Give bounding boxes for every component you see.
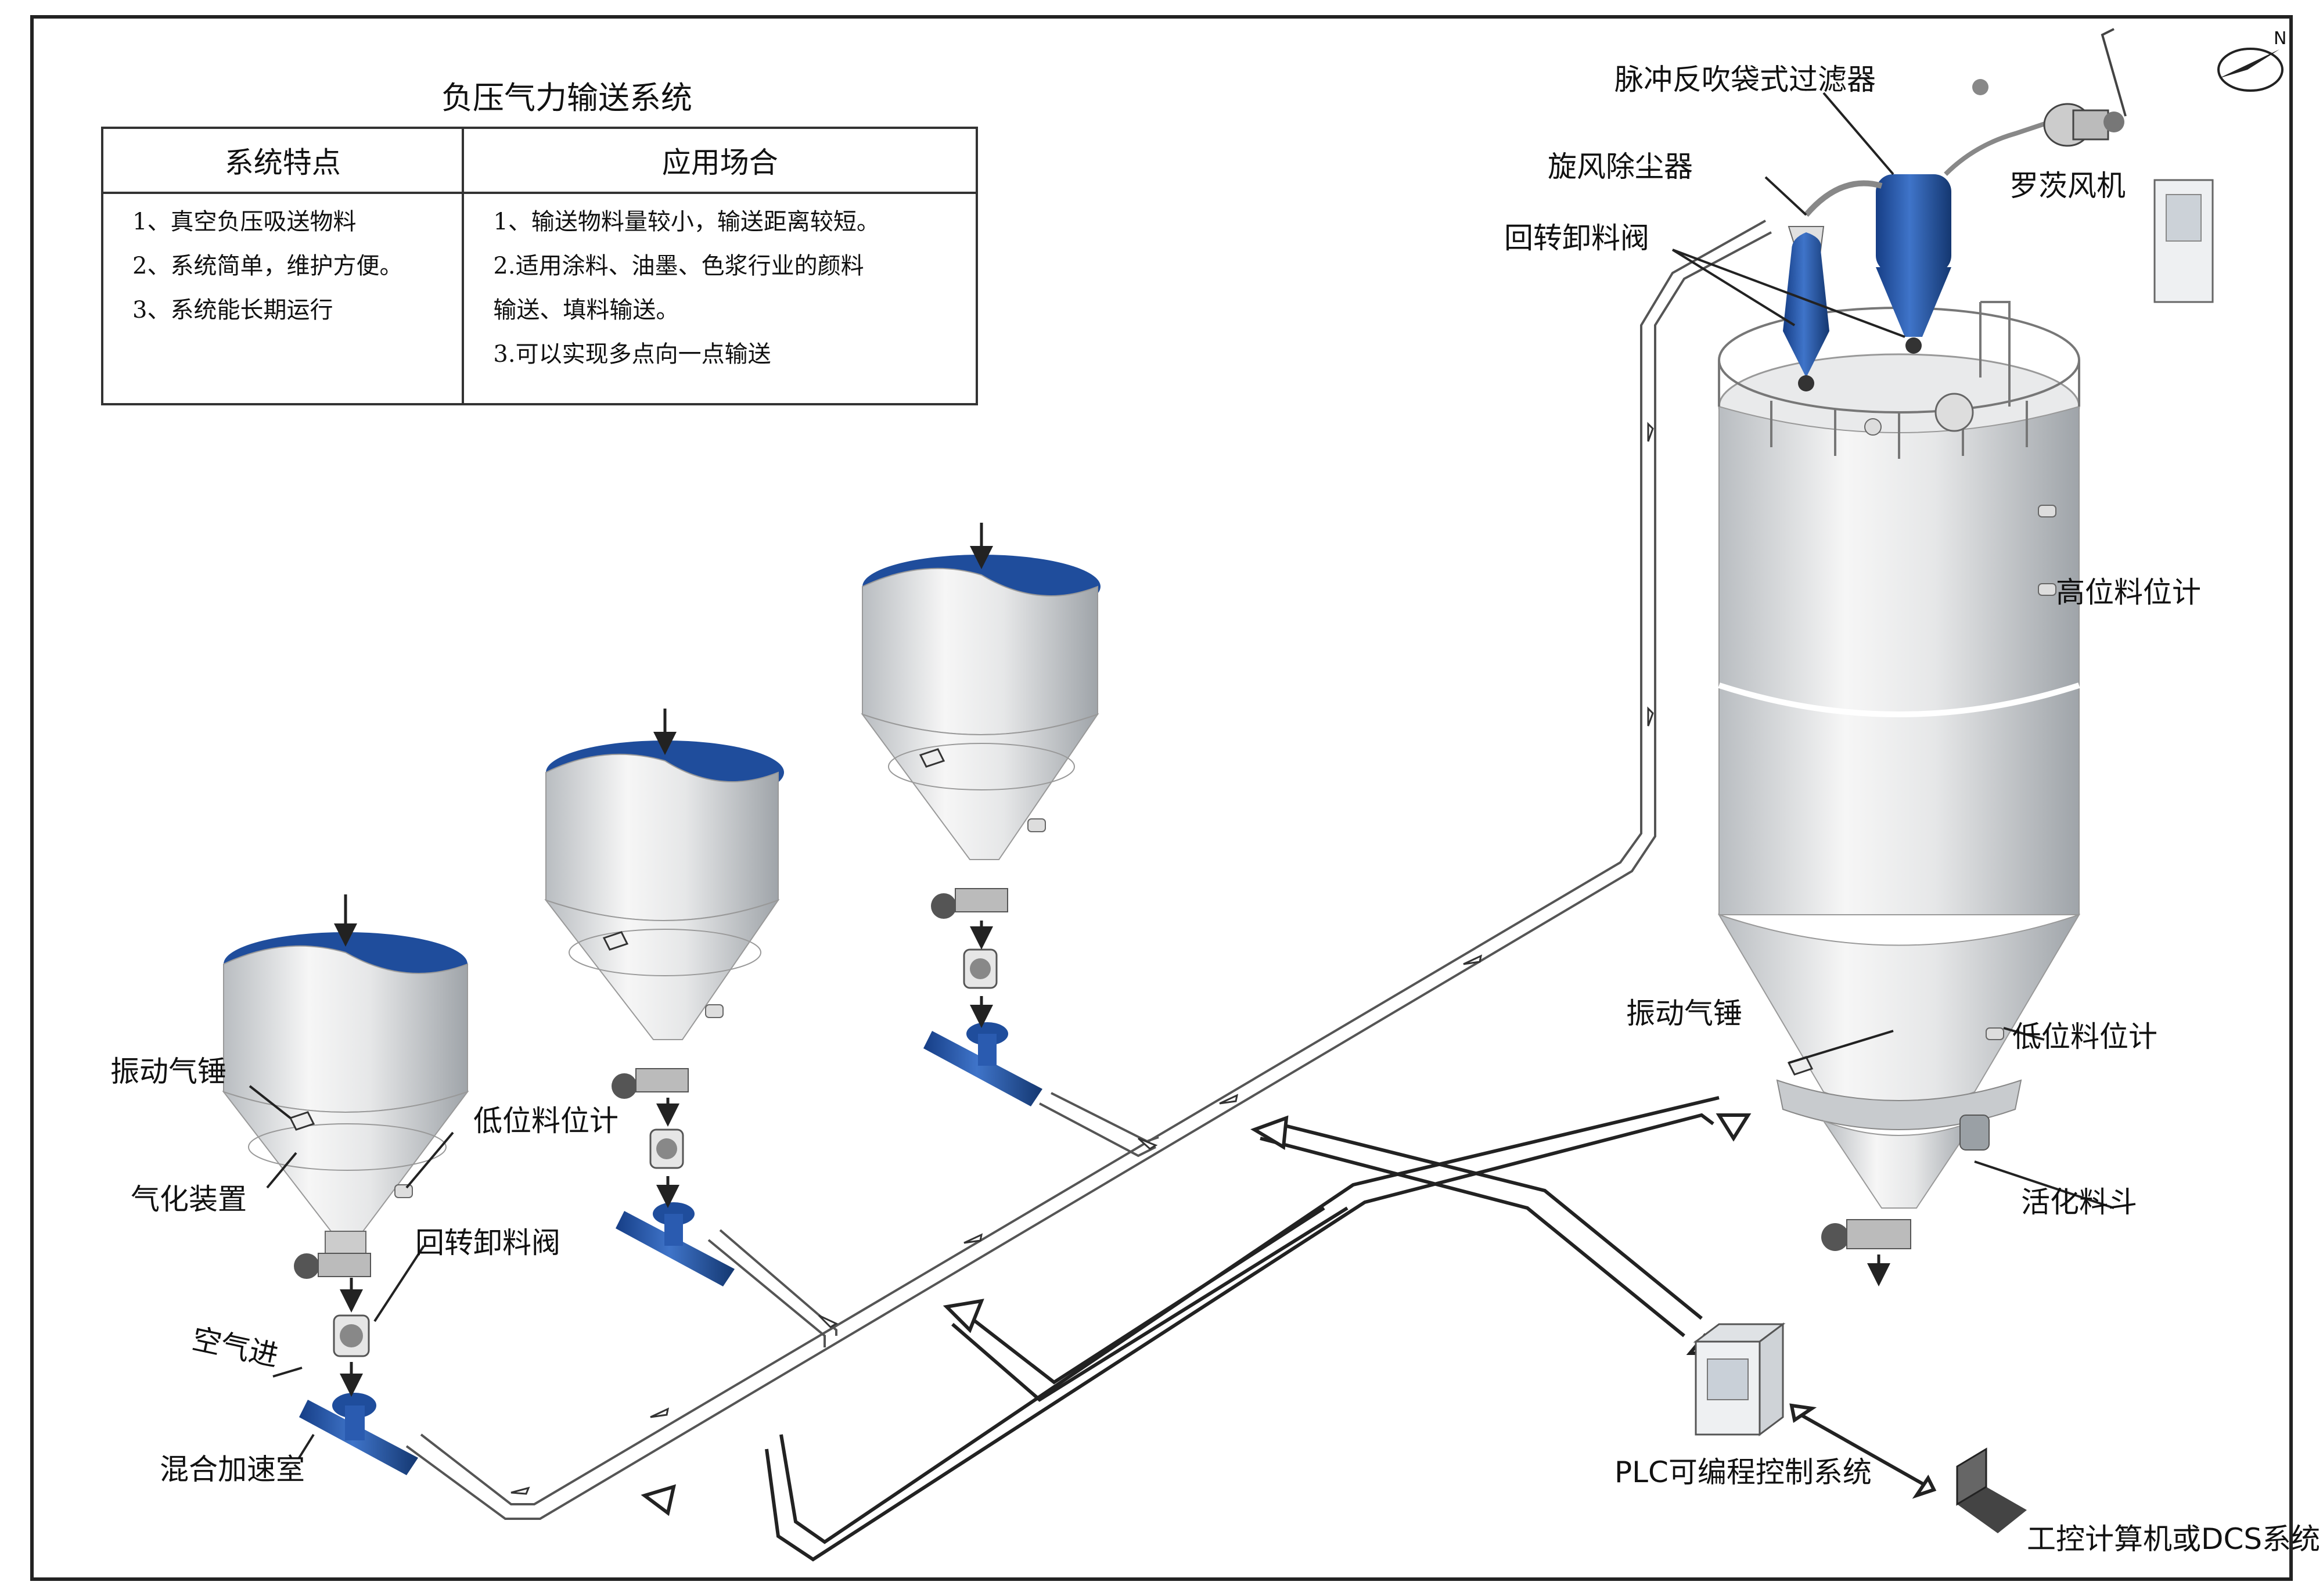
- signal-arrows: [765, 1096, 1929, 1562]
- label-pulse-filter: 脉冲反吹袋式过滤器: [1614, 63, 1876, 96]
- label-plc: PLC可编程控制系统: [1614, 1455, 1872, 1489]
- label-vibrator-right: 振动气锤: [1626, 997, 1742, 1030]
- features-table: 系统特点 应用场合 1、真空负压吸送物料 2、系统简单，维护方便。 3、系统能长…: [100, 127, 978, 405]
- col-header-features: 系统特点: [100, 127, 465, 194]
- applications-list: 1、输送物料量较小，输送距离较短。 2.适用涂料、油墨、色浆行业的颜料 输送、填…: [462, 193, 978, 404]
- label-low-level-right: 低位料位计: [2012, 1020, 2157, 1054]
- label-activation-hopper: 活化料斗: [2021, 1185, 2137, 1219]
- silo-middle: [544, 709, 784, 1286]
- compass-label: N: [2274, 28, 2287, 49]
- diagram-frame: [30, 15, 2293, 1581]
- computer-icon: [1956, 1447, 2027, 1533]
- feature-item: 3、系统能长期运行: [132, 297, 333, 323]
- application-item: 2.适用涂料、油墨、色浆行业的颜料: [493, 253, 864, 279]
- leader-lines: [249, 92, 2115, 1459]
- signal-arrow-heads: [641, 1113, 1937, 1516]
- silo-left: [222, 894, 469, 1475]
- application-item: 3.可以实现多点向一点输送: [493, 341, 771, 368]
- plc-cabinet: [1693, 1322, 1786, 1436]
- application-item: 1、输送物料量较小，输送距离较短。: [493, 209, 880, 235]
- label-rotary-valve-left: 回转卸料阀: [415, 1226, 560, 1260]
- label-computer: 工控计算机或DCS系统: [2027, 1522, 2321, 1556]
- compass-icon: [2217, 48, 2284, 92]
- label-cyclone: 旋风除尘器: [1548, 150, 1693, 184]
- label-low-level-left: 低位料位计: [473, 1104, 618, 1138]
- cyclone-and-filter: [1783, 28, 2214, 391]
- silo-large: [1717, 301, 2081, 1286]
- conveying-pipeline: [405, 220, 1772, 1520]
- label-roots-blower: 罗茨风机: [2009, 169, 2126, 203]
- col-header-applications: 应用场合: [462, 127, 978, 194]
- label-vibrator-left: 振动气锤: [110, 1055, 226, 1088]
- label-aeration-device: 气化装置: [131, 1182, 247, 1216]
- page-title: 负压气力输送系统: [441, 80, 692, 116]
- application-item: 输送、填料输送。: [493, 297, 679, 323]
- label-high-level-gauge: 高位料位计: [2056, 576, 2201, 609]
- flow-arrows: [510, 422, 1654, 1495]
- feature-item: 2、系统简单，维护方便。: [132, 253, 403, 279]
- silo-small-right: [861, 523, 1101, 1106]
- label-rotary-valve-top: 回转卸料阀: [1504, 221, 1649, 255]
- features-list: 1、真空负压吸送物料 2、系统简单，维护方便。 3、系统能长期运行: [100, 193, 465, 404]
- feature-item: 1、真空负压吸送物料: [132, 209, 357, 235]
- label-mixing-chamber: 混合加速室: [160, 1453, 305, 1486]
